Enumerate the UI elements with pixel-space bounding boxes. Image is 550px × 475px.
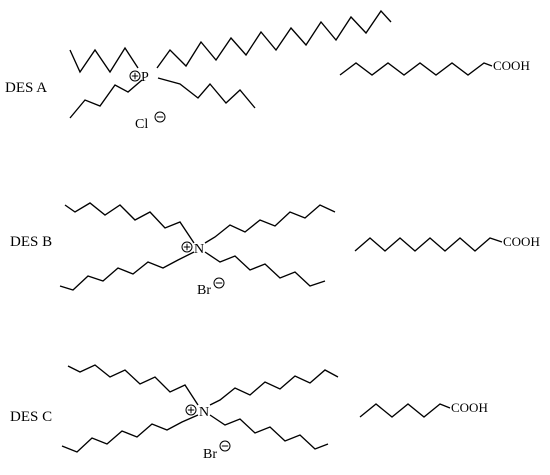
des-b-chain-upper-right — [204, 204, 336, 244]
des-c-label: DES C — [10, 409, 52, 425]
des-b-positive-charge-icon — [181, 241, 193, 253]
des-a-panel: DES A P Cl COOH — [5, 9, 530, 132]
des-a-chain-lower-left — [69, 79, 143, 119]
des-b-cation: N Br — [59, 202, 336, 298]
des-b-acid-chain — [354, 237, 503, 252]
des-a-chain-upper-left — [69, 46, 139, 74]
des-c-acid-chain — [359, 403, 451, 418]
des-a-negative-charge-icon — [154, 111, 166, 123]
des-a-cation: P Cl — [69, 9, 392, 132]
des-c-acid: COOH — [359, 400, 488, 418]
des-a-acid-group: COOH — [493, 58, 530, 73]
des-b-counter-ion: Br — [197, 283, 211, 298]
des-a-center-atom: P — [141, 70, 149, 85]
des-c-chain-lower-right — [209, 414, 329, 450]
des-c-panel: DES C N Br COOH — [10, 364, 488, 462]
des-c-acid-group: COOH — [451, 400, 488, 415]
des-b-center-atom: N — [194, 242, 204, 257]
des-c-chain-upper-right — [209, 369, 339, 406]
des-b-chain-lower-left — [59, 251, 195, 291]
des-b-acid: COOH — [354, 234, 540, 252]
des-a-label: DES A — [5, 80, 47, 96]
des-a-chain-upper-right — [156, 9, 392, 69]
des-b-acid-group: COOH — [503, 234, 540, 249]
des-b-panel: DES B N Br COOH — [10, 202, 540, 298]
des-c-chain-lower-left — [61, 414, 199, 453]
des-c-negative-charge-icon — [219, 440, 231, 452]
des-a-counter-ion: Cl — [135, 117, 148, 132]
des-b-chain-lower-right — [204, 251, 326, 287]
des-a-acid: COOH — [339, 58, 530, 76]
des-c-cation: N Br — [61, 364, 339, 462]
des-a-positive-charge-icon — [129, 70, 141, 82]
des-a-acid-chain — [339, 62, 493, 76]
des-b-negative-charge-icon — [213, 277, 225, 289]
des-a-chain-lower-right — [157, 77, 256, 109]
des-b-label: DES B — [10, 234, 52, 250]
des-c-chain-upper-left — [67, 364, 199, 406]
des-b-chain-upper-left — [64, 202, 195, 244]
des-c-counter-ion: Br — [203, 447, 217, 462]
des-c-positive-charge-icon — [185, 404, 197, 416]
des-c-center-atom: N — [199, 405, 209, 420]
